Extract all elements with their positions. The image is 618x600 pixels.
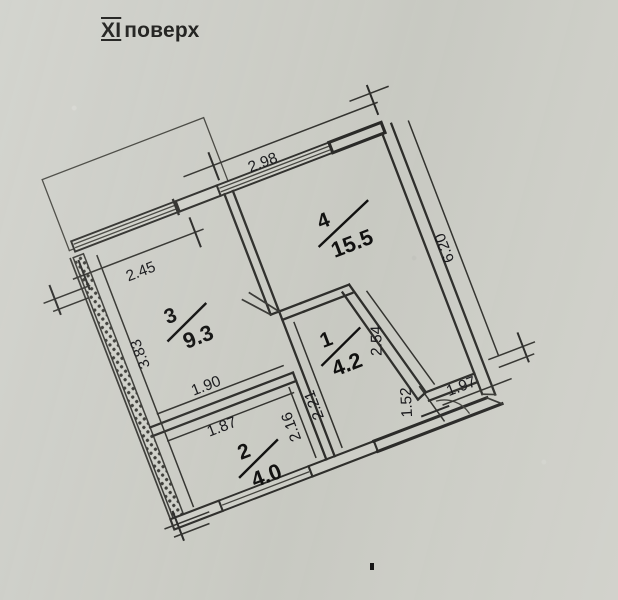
room-1-number: 1 [317, 327, 336, 353]
dim-line-2-16 [288, 386, 317, 459]
balcony-outline [41, 116, 232, 252]
room-4-number: 4 [314, 208, 333, 234]
vestibule-connector [241, 291, 281, 316]
room4-bottom-wall [424, 372, 480, 403]
image-artifact-speck [370, 563, 374, 570]
dim-text-2-16: 2.16 [278, 409, 305, 443]
dim-tick-left [43, 284, 91, 316]
exterior-wall-left-outer [69, 257, 174, 527]
floor-roman-numeral: XI [101, 19, 122, 42]
room-label-4: 4 15.5 [314, 199, 376, 263]
exterior-wall-top-corner [326, 120, 388, 155]
room-4-area: 15.5 [327, 224, 376, 263]
dim-line-1-97 [442, 377, 512, 406]
dim-tick-right [488, 332, 536, 369]
dim-line-2-45 [72, 216, 204, 291]
dim-label-6-20: 6.20 [431, 230, 458, 265]
dim-text-1-87: 1.87 [205, 414, 239, 441]
dim-tick-bottom [164, 510, 210, 542]
dim-label-2-54: 2.54 [368, 325, 386, 356]
dim-text-6-20: 6.20 [431, 230, 458, 265]
dim-label-2-45: 2.45 [124, 259, 158, 286]
dim-text-2-21: 2.21 [301, 388, 328, 422]
exterior-wall-top-left [69, 198, 181, 253]
door-swing-arc [435, 399, 471, 415]
room-2-number: 2 [234, 439, 253, 465]
dim-text-2-45: 2.45 [124, 259, 158, 286]
room-label-3: 3 9.3 [161, 302, 217, 354]
exterior-wall-bottom [169, 395, 504, 531]
room-3-number: 3 [161, 303, 180, 329]
partition-room2-room1 [277, 309, 337, 461]
room1-walls [277, 282, 428, 402]
dim-text-2-54: 2.54 [368, 325, 386, 356]
partition-room3-bottom [148, 371, 298, 438]
dim-line-3-83 [96, 254, 195, 508]
partition-room3-room4 [223, 189, 281, 317]
dim-label-2-21: 2.21 [301, 388, 328, 422]
dim-text-1-52: 1.52 [398, 387, 417, 418]
dim-line-1-90 [156, 364, 285, 415]
dim-line-2-98 [183, 84, 389, 181]
dim-line-2-54 [365, 290, 436, 386]
dim-label-2-16: 2.16 [278, 409, 305, 443]
dim-line-1-52 [418, 385, 450, 422]
dim-text-1-97: 1.97 [444, 373, 478, 400]
dim-label-3-83: 3.83 [127, 337, 154, 371]
floor-word: поверх [124, 19, 200, 42]
dim-line-6-20 [407, 120, 500, 357]
dim-text-3-83: 3.83 [127, 337, 154, 371]
dim-label-1-52: 1.52 [398, 387, 417, 418]
exterior-wall-top-right [215, 141, 335, 197]
exterior-wall-top-pier [174, 184, 223, 213]
exterior-wall-left-hatched [72, 252, 186, 522]
dim-label-1-87: 1.87 [205, 414, 239, 441]
dim-line-1-87 [166, 391, 295, 442]
dim-label-1-97: 1.97 [444, 373, 478, 400]
exterior-wall-right [380, 122, 497, 397]
dim-line-2-21 [293, 321, 343, 449]
